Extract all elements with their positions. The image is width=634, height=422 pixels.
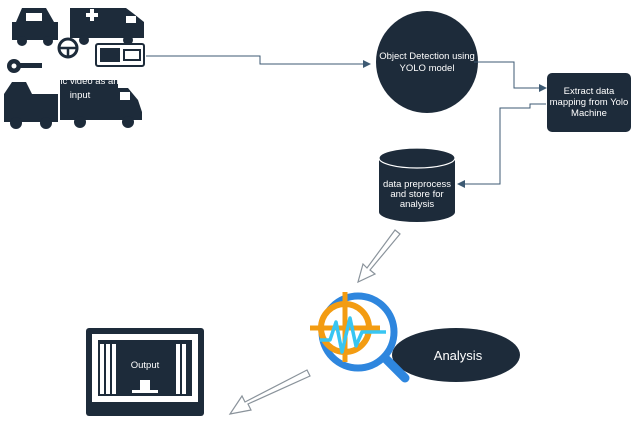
vehicles-cluster-icon <box>4 8 145 129</box>
edge-extract-to-store <box>457 103 546 188</box>
edge-yolo-to-extract <box>474 61 547 92</box>
input-label-line-1: Traffic video as an <box>41 76 118 87</box>
yolo-label-line-1: Object Detection using <box>379 51 475 62</box>
extract-node: Extract data mapping from Yolo Machine <box>547 73 631 132</box>
extract-label-line-1: Extract data <box>564 86 615 97</box>
analysis-label: Analysis <box>434 348 483 363</box>
extract-label-line-3: Machine <box>571 108 607 119</box>
output-label: Output <box>131 360 160 371</box>
store-label-line-3: analysis <box>400 199 435 210</box>
magnifier-analytics-icon <box>310 292 410 383</box>
store-label-line-1: data preprocess <box>383 179 451 190</box>
yolo-label-line-2: YOLO model <box>400 63 455 74</box>
edge-analysis-to-output <box>228 369 311 415</box>
monitor-icon <box>86 328 204 416</box>
input-label-line-2: input <box>70 90 91 101</box>
yolo-node: Object Detection using YOLO model <box>376 11 478 113</box>
extract-label-line-2: mapping from Yolo <box>550 97 629 108</box>
edge-input-to-yolo <box>146 55 371 68</box>
analysis-node: Analysis <box>392 328 520 382</box>
store-node: data preprocess and store for analysis <box>378 147 456 222</box>
edge-store-to-analysis <box>357 229 401 284</box>
store-label-line-2: and store for <box>390 189 443 200</box>
